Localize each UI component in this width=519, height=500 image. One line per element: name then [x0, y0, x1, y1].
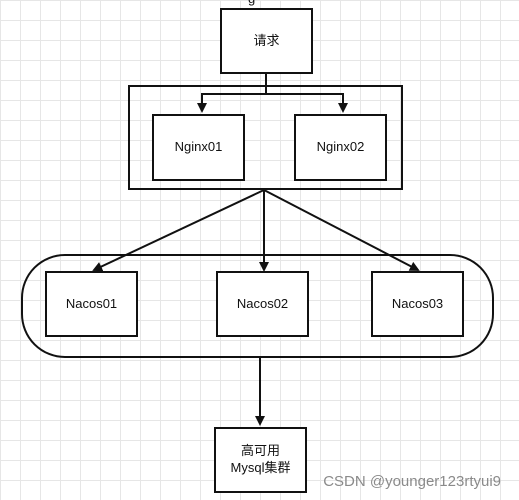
- nacos02-node: Nacos02: [216, 271, 309, 337]
- edge-nginx-to-nacos01: [92, 189, 265, 272]
- nacos02-label: Nacos02: [236, 295, 289, 311]
- mysql-cluster-node: 高可用 Mysql集群: [214, 427, 307, 493]
- nginx01-node: Nginx01: [152, 114, 245, 181]
- nacos03-node: Nacos03: [371, 271, 464, 337]
- nacos01-label: Nacos01: [65, 295, 118, 311]
- nginx01-label: Nginx01: [174, 139, 223, 155]
- nacos03-label: Nacos03: [391, 295, 444, 311]
- nacos01-node: Nacos01: [45, 271, 138, 337]
- edge-request-to-nginx02: [266, 93, 348, 113]
- nginx02-label: Nginx02: [316, 139, 365, 155]
- edge-nginx-to-nacos03: [263, 189, 420, 271]
- nginx-group: [128, 85, 403, 190]
- mysql-label-line2: Mysql集群: [230, 460, 291, 475]
- nacos-cluster-group: [21, 254, 494, 358]
- edge-request-to-nginx: [197, 74, 267, 113]
- nginx02-node: Nginx02: [294, 114, 387, 181]
- request-node: 请求: [220, 8, 313, 74]
- request-label: 请求: [253, 32, 280, 48]
- csdn-watermark: CSDN @younger123rtyui9: [323, 473, 501, 490]
- mysql-label-line1: 高可用: [240, 443, 280, 459]
- top-cut-text: g: [248, 0, 255, 6]
